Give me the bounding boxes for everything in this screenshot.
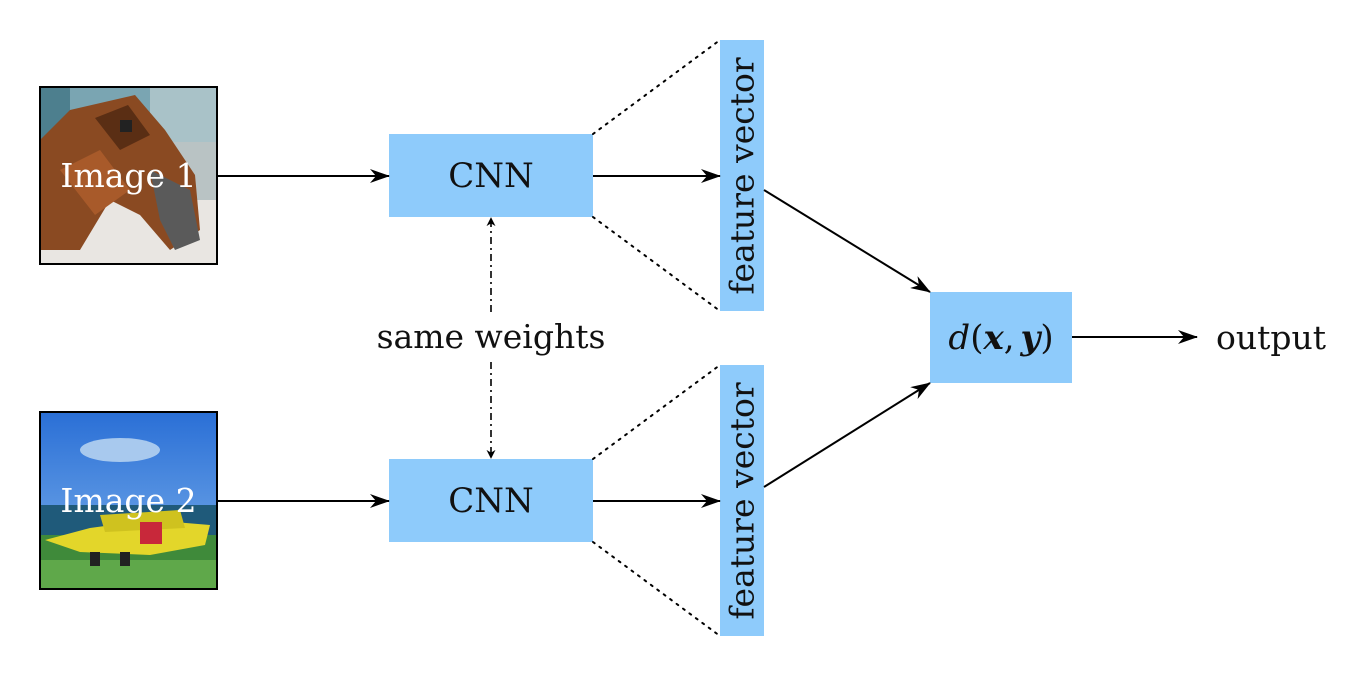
- distance-y: y: [1020, 317, 1041, 358]
- arrow-feature1-to-distance: [763, 189, 931, 293]
- distance-x: x: [983, 317, 1004, 358]
- cnn-label-top: CNN: [448, 155, 534, 196]
- dotted-fan-lines: [592, 39, 721, 637]
- distance-func: d: [948, 317, 971, 358]
- feature-vector-label-top: feature vector: [722, 57, 761, 295]
- image-2-label: Image 2: [60, 480, 197, 520]
- distance-close-paren: ): [1040, 317, 1054, 358]
- distance-comma: ,: [1003, 317, 1015, 358]
- cnn-box-top: [389, 134, 593, 217]
- image-1-picture: [39, 86, 218, 265]
- distance-box: [930, 292, 1072, 383]
- cnn-label-bottom: CNN: [448, 480, 534, 521]
- distance-formula: d(x,y): [930, 292, 1072, 383]
- cnn-box-bottom: [389, 459, 593, 542]
- image-1-label: Image 1: [60, 155, 197, 195]
- arrow-feature2-to-distance: [763, 382, 931, 488]
- feature-vector-label-bottom: feature vector: [722, 382, 761, 620]
- same-weights-label: same weights: [371, 313, 611, 359]
- feature-bar-bottom: [720, 365, 764, 636]
- image-2-picture: [39, 411, 218, 590]
- distance-open-paren: (: [970, 317, 984, 358]
- output-label: output: [1215, 317, 1327, 357]
- feature-bar-top: [720, 40, 764, 311]
